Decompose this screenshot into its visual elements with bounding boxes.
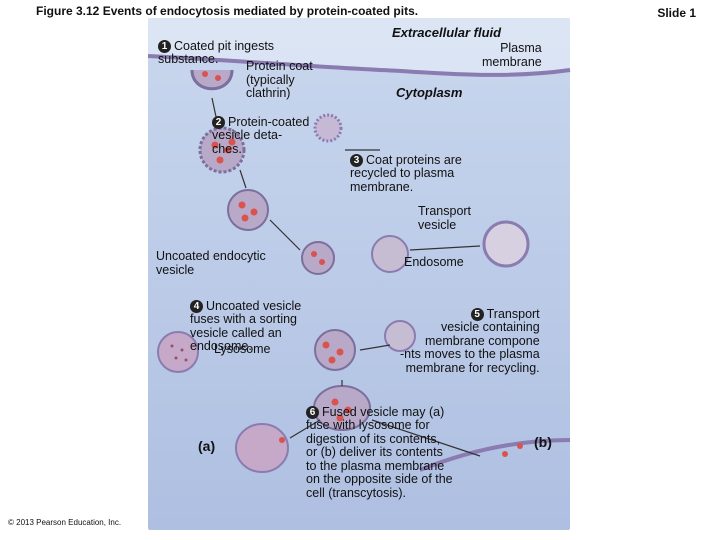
- extracellular-label: Extracellular fluid: [392, 25, 502, 40]
- step-1-number: 1: [158, 39, 171, 53]
- lysosome-label: Lysosome: [214, 342, 271, 356]
- step-2-number: 2: [212, 115, 225, 129]
- transcytosis-membrane: [419, 438, 571, 472]
- step-6-number: 6: [306, 405, 319, 419]
- step-3-text: Coat proteins are recycled to plasma mem…: [350, 152, 462, 194]
- endosome-label: Endosome: [404, 255, 464, 269]
- step-6-text: Fused vesicle may (a) fuse with lysosome…: [306, 404, 453, 500]
- step-3-number: 3: [350, 153, 363, 167]
- cytoplasm-label: Cytoplasm: [396, 85, 463, 100]
- endosome: [371, 235, 409, 273]
- plasma-membrane-label: Plasma membrane: [482, 41, 542, 69]
- plasma-membrane-line: [147, 54, 571, 77]
- label-b: (b): [534, 434, 552, 450]
- figure-title: Figure 3.12 Events of endocytosis mediat…: [36, 4, 419, 18]
- step-4-number: 4: [190, 299, 203, 313]
- step-5-number: 5: [470, 307, 484, 321]
- lysosome-fusion: [235, 423, 289, 473]
- transport-vesicle-label: Transport vesicle: [418, 204, 472, 232]
- transport-vesicle: [482, 220, 530, 268]
- uncoated-vesicle-2: [301, 241, 335, 275]
- step-5-text: Transport vesicle containing membrane co…: [400, 306, 540, 375]
- coated-pit: [190, 69, 234, 91]
- fusing-vesicles: [314, 320, 416, 371]
- process-arrows: [211, 97, 481, 457]
- step-1-text: Coated pit ingests substance.: [158, 38, 275, 66]
- protein-coat-label: Protein coat (typically clathrin): [246, 59, 313, 100]
- uncoated-vesicle: [227, 189, 269, 231]
- step-2-text: Protein-coated vesicle deta- ches.: [212, 114, 310, 156]
- label-a: (a): [198, 438, 216, 454]
- step-4-text: Uncoated vesicle fuses with a sorting ve…: [190, 298, 302, 353]
- copyright: © 2013 Pearson Education, Inc.: [8, 518, 122, 527]
- slide-label: Slide 1: [657, 6, 696, 20]
- coated-vesicle: [198, 126, 246, 174]
- coat-protein-fragment: [313, 113, 343, 143]
- uncoated-vesicle-label: Uncoated endocytic vesicle: [156, 249, 266, 277]
- lysosome: [157, 331, 199, 373]
